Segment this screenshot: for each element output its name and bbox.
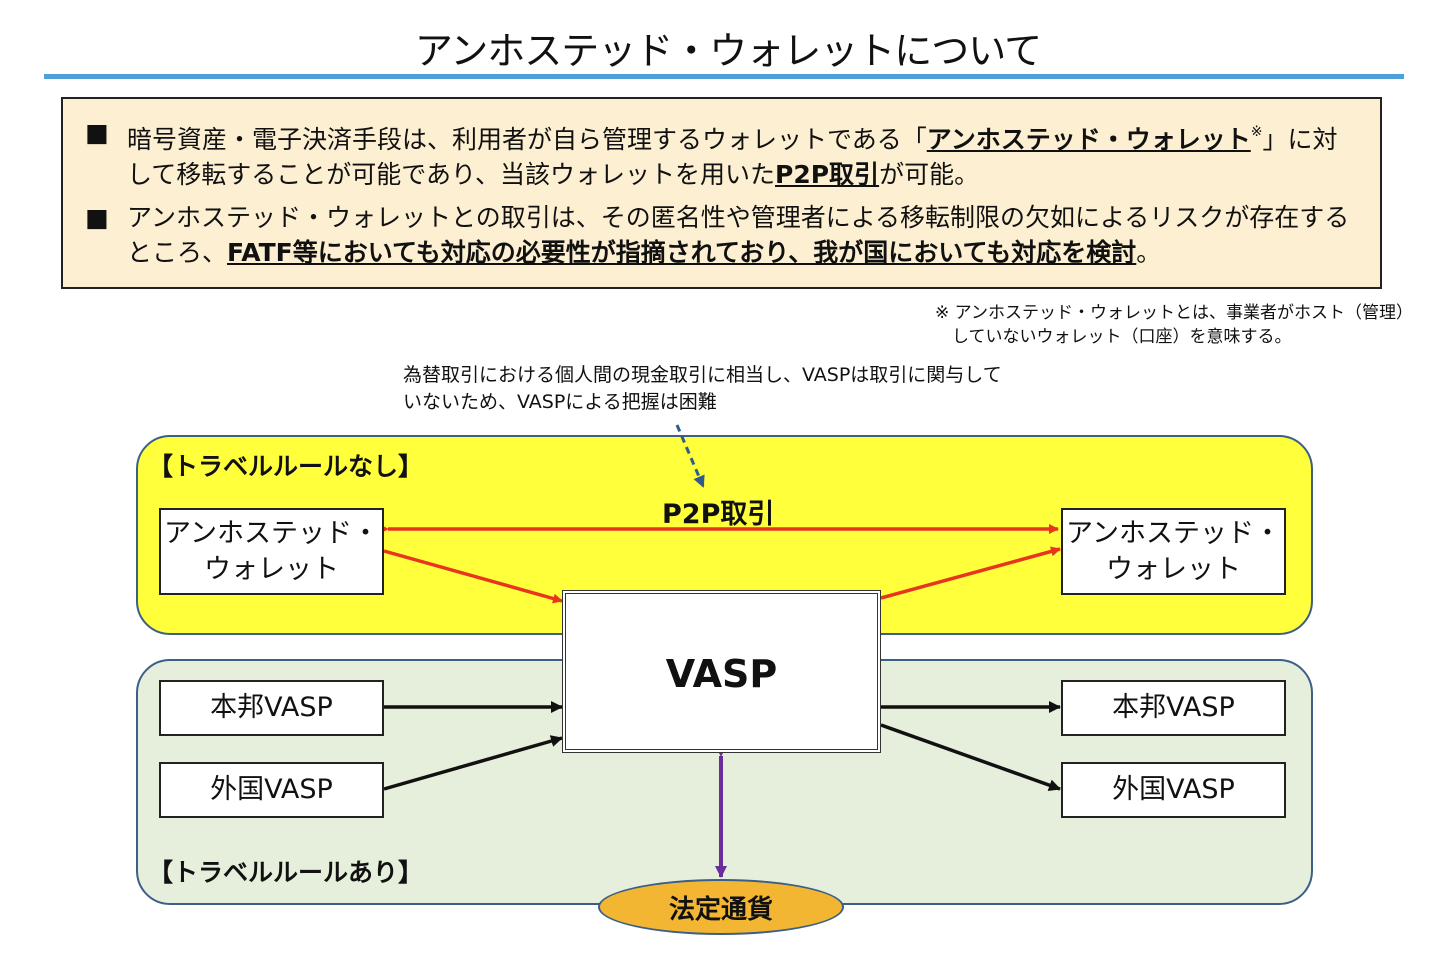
region-no-travel-rule-label: 【トラベルルールなし】	[148, 452, 424, 481]
vasp-to-wallet-arrow	[880, 546, 1061, 600]
summary-box: ■ 暗号資産・電子決済手段は、利用者が自ら管理するウォレットである「アンホステッ…	[61, 97, 1382, 289]
foreign-to-vasp-arrow	[383, 735, 563, 791]
summary-item-2-bold-a: FATF等においても対応の必要性が指摘されており、我が国においても対応を検討	[227, 238, 1137, 267]
vasp-center-label: VASP	[665, 652, 778, 696]
right-domestic-vasp-node: 本邦VASP	[1061, 680, 1286, 736]
right-unhosted-wallet-node: アンホステッド・ ウォレット	[1061, 508, 1286, 595]
page-title: アンホステッド・ウォレットについて	[414, 29, 1042, 73]
summary-item-2-text-a: アンホステッド・ウォレットとの取引は、その匿名性や管理者による移転制限の欠如によ…	[127, 203, 1350, 267]
summary-item-2: ■ アンホステッド・ウォレットとの取引は、その匿名性や管理者による移転制限の欠如…	[85, 200, 1355, 270]
square-bullet-icon: ■	[85, 203, 109, 232]
footnote-marker: ※	[1250, 124, 1263, 140]
summary-item-1-bold-a: アンホステッド・ウォレット	[926, 125, 1251, 154]
summary-item-1-text-a: 暗号資産・電子決済手段は、利用者が自ら管理するウォレットである「	[127, 125, 927, 154]
left-unhosted-wallet-node: アンホステッド・ ウォレット	[159, 508, 384, 595]
title-underline	[44, 74, 1404, 79]
callout-note: 為替取引における個人間の現金取引に相当し、VASPは取引に関与して いないため、…	[403, 364, 1002, 413]
summary-item-1: ■ 暗号資産・電子決済手段は、利用者が自ら管理するウォレットである「アンホステッ…	[85, 115, 1355, 192]
summary-item-2-text-b: 。	[1136, 238, 1162, 267]
summary-item-1-text-c: が可能。	[879, 160, 980, 189]
summary-item-1-text-b: 」に対して移転することが可能であり、当該ウォレットを用いた	[127, 125, 1338, 189]
fiat-currency-node: 法定通貨	[598, 879, 844, 935]
callout-pointer-arrow	[675, 424, 705, 488]
region-travel-rule-label: 【トラベルルールあり】	[148, 858, 424, 887]
p2p-label: P2P取引	[662, 499, 775, 530]
vasp-to-foreign-arrow	[880, 723, 1061, 791]
square-bullet-icon: ■	[85, 118, 109, 147]
left-foreign-vasp-node: 外国VASP	[159, 762, 384, 818]
fiat-currency-label: 法定通貨	[668, 894, 773, 925]
vasp-center-node: VASP	[562, 590, 881, 753]
wallet-to-vasp-arrow	[383, 549, 563, 604]
footnote: ※ アンホステッド・ウォレットとは、事業者がホスト（管理） していないウォレット…	[935, 303, 1413, 347]
summary-item-1-bold-b: P2P取引	[775, 160, 880, 189]
left-domestic-vasp-node: 本邦VASP	[159, 680, 384, 736]
right-foreign-vasp-node: 外国VASP	[1061, 762, 1286, 818]
